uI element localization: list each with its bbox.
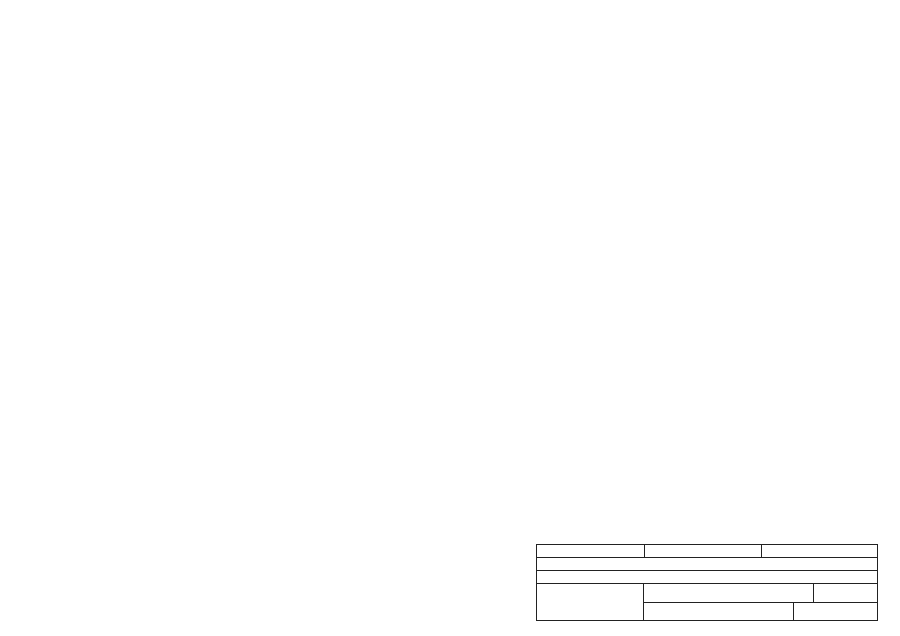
- dinema-logo: [537, 584, 644, 621]
- title-block-row-note: [537, 571, 877, 584]
- note-cell: [537, 571, 555, 583]
- title-block-row-descrizione: [537, 558, 877, 571]
- title-block-bottom: [537, 584, 877, 621]
- codice-cell: [645, 545, 762, 557]
- data-cell: [794, 603, 877, 621]
- title-block-row-ids: [537, 545, 877, 558]
- foglio-cell: [644, 602, 794, 621]
- redatto-cell: [644, 584, 813, 602]
- redatto-empty-cell: [813, 584, 877, 602]
- redatto-row: [644, 584, 877, 603]
- title-block: [536, 544, 878, 621]
- file-cell: [762, 545, 877, 557]
- descrizione-cell: [537, 558, 555, 570]
- foglio-data-row: [644, 602, 877, 621]
- scheda-cell: [537, 545, 645, 557]
- title-block-right: [644, 584, 877, 621]
